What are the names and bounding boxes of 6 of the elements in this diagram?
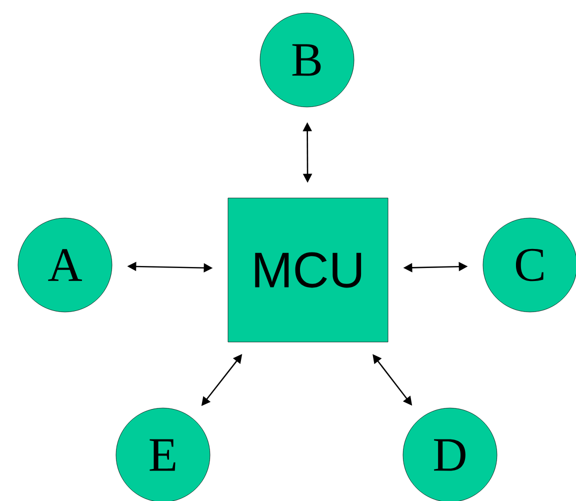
circle-node: C (482, 218, 576, 312)
circle-node: E (116, 408, 210, 501)
circle-node: A (18, 218, 112, 312)
circle-node: D (402, 408, 498, 501)
circle-node: B (260, 12, 354, 108)
mcu-box: MCU (228, 198, 388, 342)
